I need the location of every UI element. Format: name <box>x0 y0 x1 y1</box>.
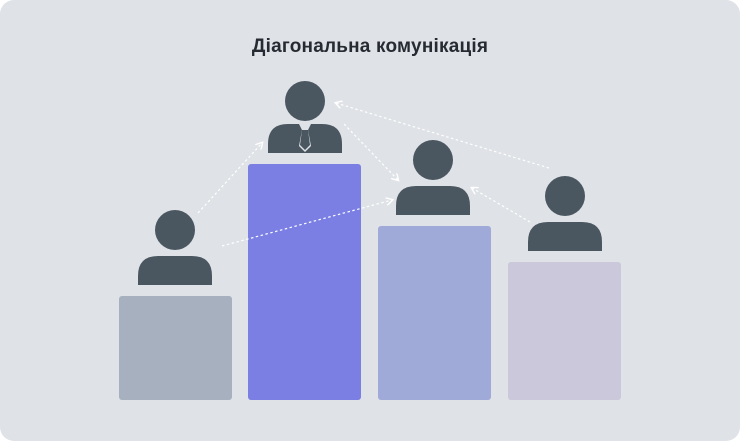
pedestal-level-4 <box>508 262 621 400</box>
manager-with-tie-icon <box>268 81 342 153</box>
arrow-level4-to-level2 <box>336 103 550 169</box>
person-level-3-icon <box>396 140 470 215</box>
pedestal-level-1 <box>119 296 232 400</box>
arrow-level1-to-level3 <box>221 200 392 247</box>
person-level-4-icon <box>528 176 602 251</box>
diagram-title: Діагональна комунікація <box>251 36 489 57</box>
person-level-1-icon <box>138 210 212 285</box>
arrow-level1-to-level2 <box>197 143 262 214</box>
pedestal-level-2 <box>248 164 361 400</box>
arrow-level4-to-level3 <box>472 188 531 223</box>
pedestal-level-3 <box>378 226 491 400</box>
